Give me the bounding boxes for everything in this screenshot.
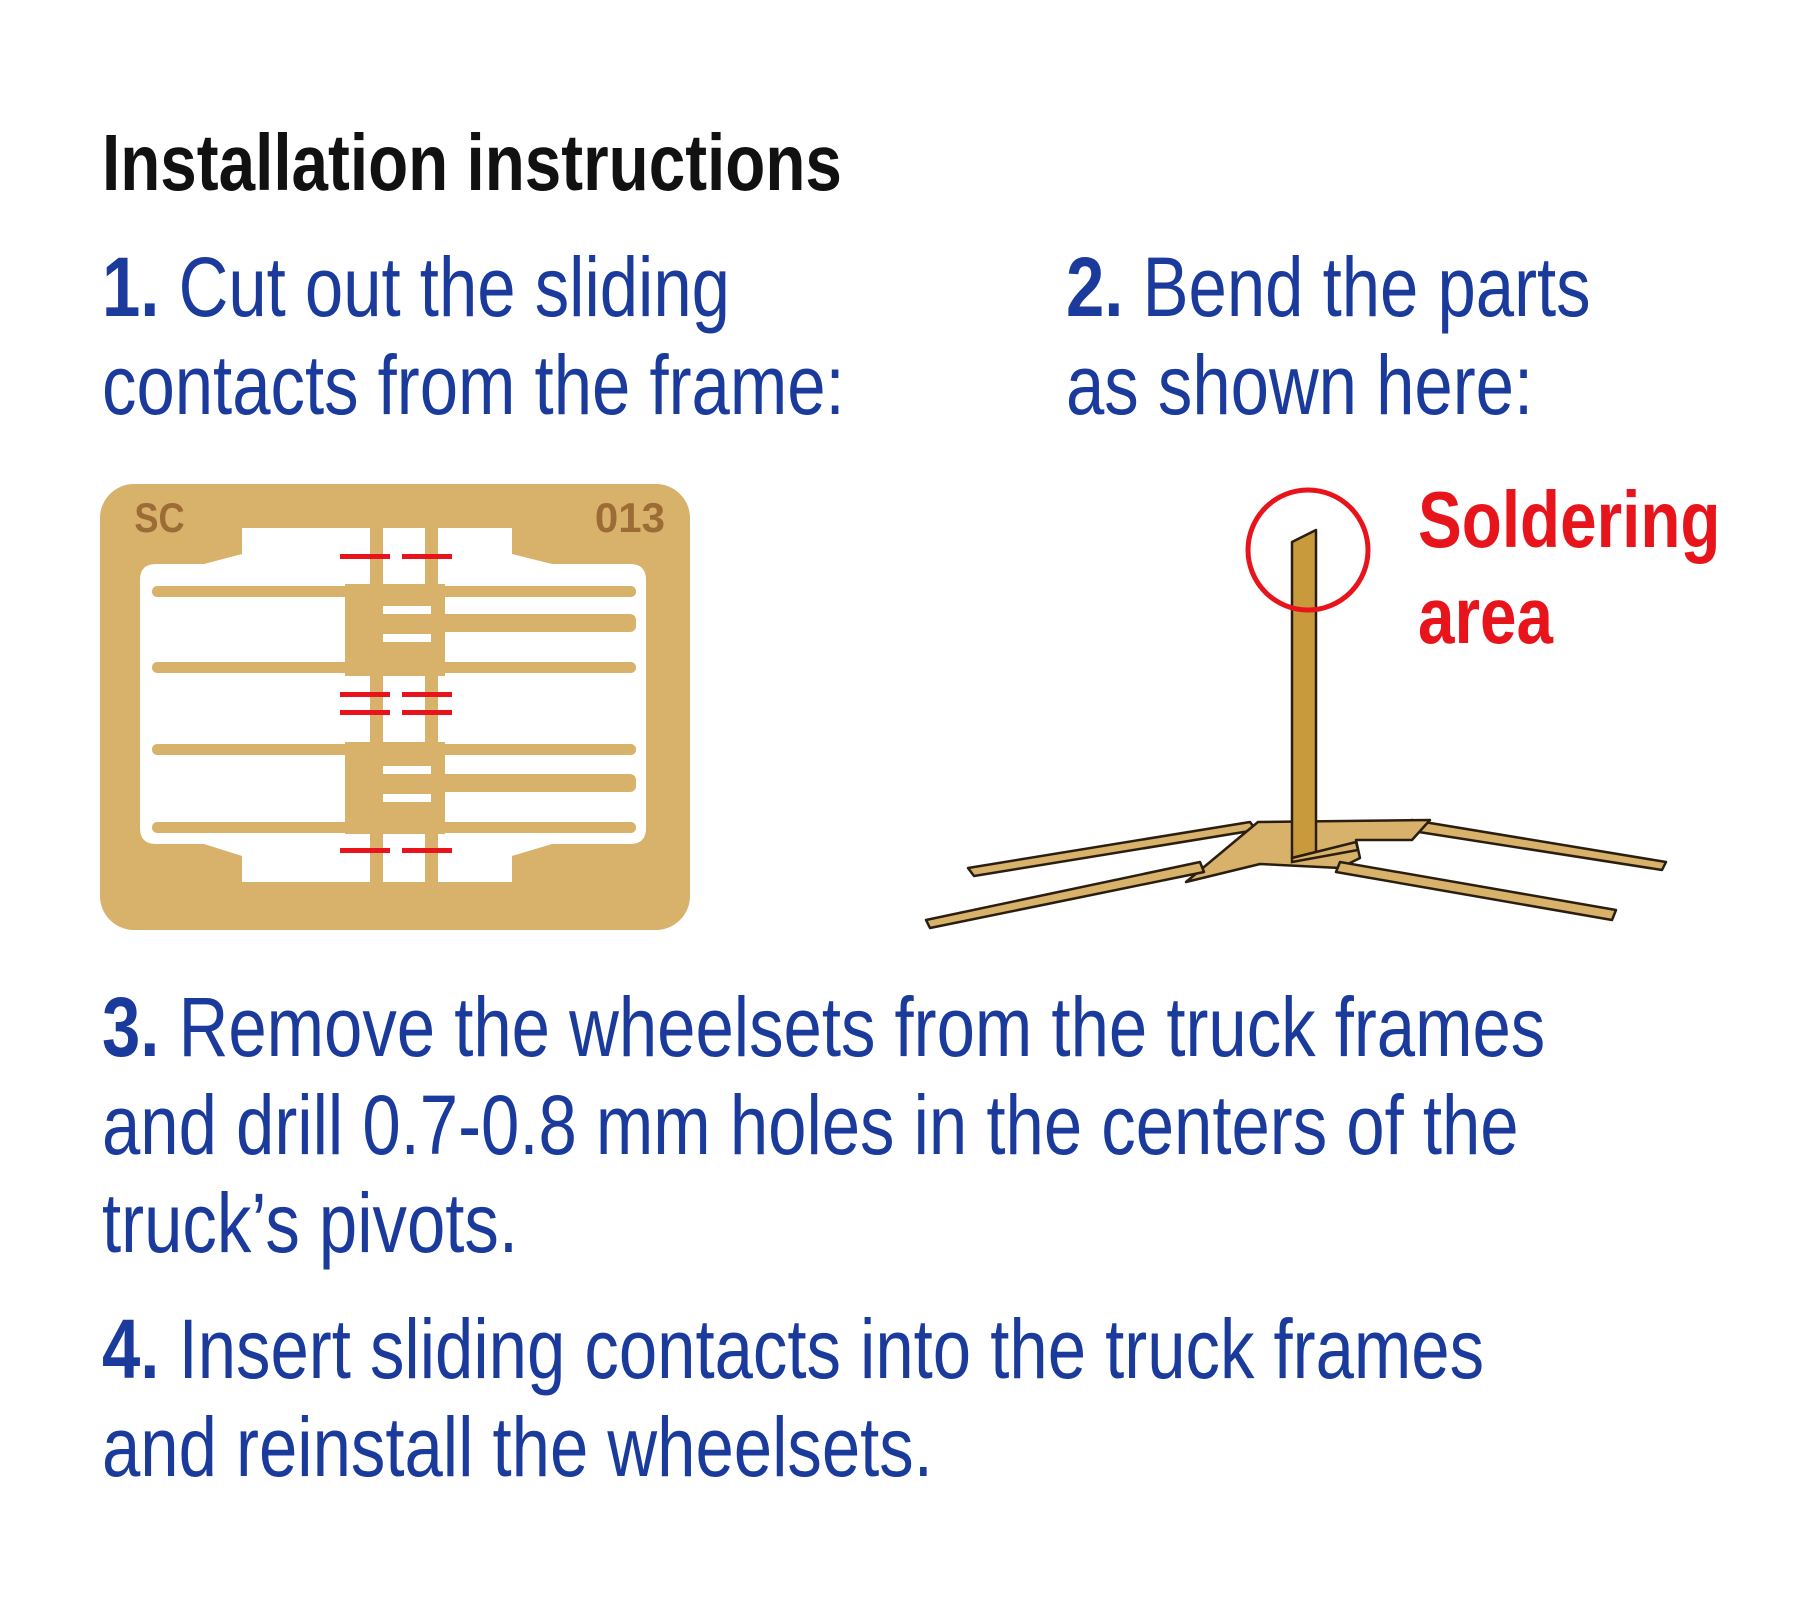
step-1-line-1: 1. Cut out the sliding [102,238,845,336]
step-2-line-2: as shown here: [1066,338,1534,432]
cut-mark [340,848,390,853]
step-1: 1. Cut out the sliding contacts from the… [102,238,1008,434]
contact-vertical-post [1290,528,1318,860]
lower-contact-arm-1 [152,744,352,755]
lower-contact-slot-1 [383,766,431,774]
step-2-number: 2. [1066,240,1124,334]
step-1-number: 1. [102,240,160,334]
step-4-text-1: Insert sliding contacts into the truck f… [178,1302,1485,1396]
step-3-line-3: truck’s pivots. [102,1176,518,1270]
step-2-line-1: 2. Bend the parts [1066,238,1591,336]
contact-arm-front-left [924,860,1206,930]
cut-mark [340,554,390,559]
step-2: 2. Bend the parts as shown here: [1066,238,1706,434]
lower-contact-arm-2 [152,822,352,833]
step-3-number: 3. [102,980,160,1074]
fret-label-number: 013 [595,494,665,541]
contact-arm-back-right [1404,818,1668,872]
upper-contact-slot-2 [383,634,431,642]
step-4-line-2: and reinstall the wheelsets. [102,1400,933,1494]
step-4: 4. Insert sliding contacts into the truc… [102,1300,1787,1496]
cut-mark [340,692,390,697]
upper-contact-arm-5 [430,662,636,673]
page-title-text: Installation instructions [102,118,842,207]
lower-contact-arm-5 [430,822,636,833]
cut-mark [402,692,452,697]
fret-label-sc: SC [134,496,184,542]
step-1-line-2: contacts from the frame: [102,338,845,432]
contact-arm-front-right [1334,860,1618,922]
lower-contact-arm-4 [390,774,636,792]
cut-marks [340,554,452,853]
soldering-label-line-2: area [1418,571,1553,660]
upper-contact-arm-3 [430,586,636,597]
fret-sheet-diagram: SC 013 [100,484,690,930]
soldering-area-circle [1245,487,1371,613]
lower-contact-arm-3 [430,744,636,755]
upper-contact-arm-4 [390,614,636,632]
cut-mark [340,710,390,715]
soldering-area-label: Soldering area [1418,472,1787,664]
upper-contact-slot-1 [383,606,431,614]
step-3-line-2: and drill 0.7-0.8 mm holes in the center… [102,1078,1519,1172]
step-3: 3. Remove the wheelsets from the truck f… [102,978,1800,1272]
upper-contact-arm-2 [152,662,352,673]
step-3-line-1: 3. Remove the wheelsets from the truck f… [102,978,1545,1076]
cut-mark [402,848,452,853]
step-3-text-1: Remove the wheelsets from the truck fram… [178,980,1546,1074]
upper-contact-arm-1 [152,586,352,597]
cut-mark [402,554,452,559]
soldering-label-line-1: Soldering [1418,475,1721,564]
step-1-text-1: Cut out the sliding [178,240,730,334]
bent-contact-diagram [924,487,1668,930]
step-4-line-1: 4. Insert sliding contacts into the truc… [102,1300,1484,1398]
contact-post-foot [1290,840,1360,864]
page-title: Installation instructions [102,118,1004,208]
lower-contact-slot-2 [383,794,431,802]
step-4-number: 4. [102,1302,160,1396]
cut-mark [402,710,452,715]
step-2-text-1: Bend the parts [1142,240,1591,334]
